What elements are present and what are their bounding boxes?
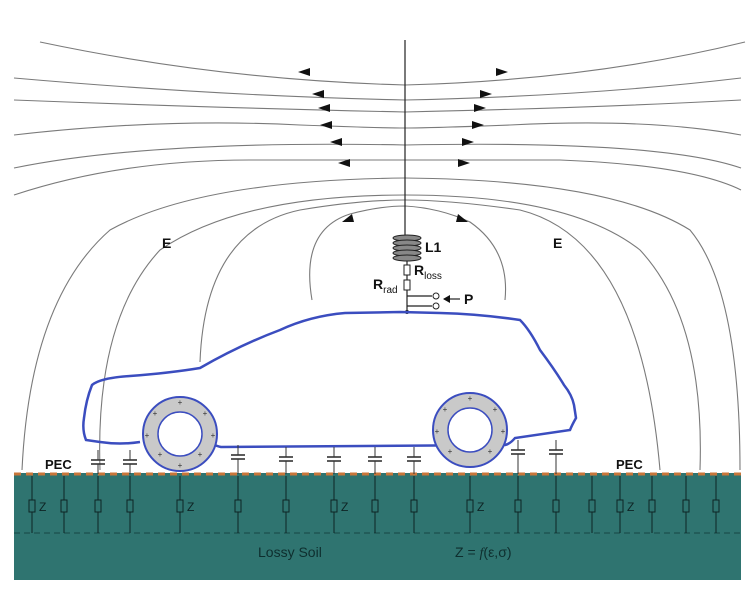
arrow-icon bbox=[298, 68, 310, 76]
capacitor-icon bbox=[123, 450, 137, 474]
lossy-soil bbox=[14, 472, 741, 580]
r-loss-label: Rloss bbox=[414, 262, 442, 282]
svg-text:+: + bbox=[198, 450, 203, 459]
arrow-icon bbox=[330, 138, 342, 146]
z-impedance-label: Z bbox=[477, 500, 484, 514]
resistor-icon bbox=[94, 476, 102, 533]
pec-label-left: PEC bbox=[45, 457, 72, 472]
pec-label-right: PEC bbox=[616, 457, 643, 472]
capacitor-icon bbox=[511, 440, 525, 474]
soil-label: Lossy Soil bbox=[258, 544, 322, 560]
resistor-icon bbox=[648, 476, 656, 533]
resistor-icon bbox=[712, 476, 720, 533]
electric-field-lines bbox=[13, 41, 746, 471]
arrow-icon bbox=[320, 121, 332, 129]
arrow-icon bbox=[462, 138, 474, 146]
z-formula-f: f bbox=[480, 546, 486, 561]
svg-text:+: + bbox=[501, 427, 506, 436]
z-impedance-label: Z bbox=[341, 500, 348, 514]
resistor-icon bbox=[552, 476, 560, 533]
resistor-icon: Z bbox=[176, 476, 194, 533]
resistor-icon: Z bbox=[616, 476, 634, 533]
resistor-icon bbox=[514, 476, 522, 533]
svg-text:+: + bbox=[468, 394, 473, 403]
antenna bbox=[392, 40, 460, 314]
r-loss-sub: loss bbox=[424, 271, 442, 282]
ground-capacitors bbox=[91, 440, 563, 474]
resistor-icon bbox=[126, 476, 134, 533]
arrow-icon bbox=[338, 159, 350, 167]
arrow-icon bbox=[342, 214, 354, 222]
capacitor-icon bbox=[231, 445, 245, 474]
resistor-icon bbox=[682, 476, 690, 533]
z-formula: Z = f(ε,σ) bbox=[455, 544, 512, 561]
svg-text:+: + bbox=[178, 461, 183, 470]
field-arrows bbox=[298, 68, 508, 222]
resistor-icon bbox=[371, 476, 379, 533]
arrow-icon bbox=[456, 214, 468, 222]
arrow-icon bbox=[312, 90, 324, 98]
svg-text:+: + bbox=[443, 405, 448, 414]
arrow-icon bbox=[472, 121, 484, 129]
resistor-icon: Z bbox=[28, 476, 46, 533]
resistor-icon bbox=[588, 476, 596, 533]
arrow-icon bbox=[474, 104, 486, 112]
port-terminal bbox=[432, 292, 440, 300]
front-wheel bbox=[142, 396, 218, 472]
svg-text:+: + bbox=[435, 427, 440, 436]
z-impedance-label: Z bbox=[39, 500, 46, 514]
capacitor-icon bbox=[91, 450, 105, 474]
resistor-icon: Z bbox=[466, 476, 484, 533]
inductor-label: L1 bbox=[425, 239, 442, 255]
field-label-left: E bbox=[162, 235, 171, 251]
resistor-icon bbox=[282, 476, 290, 533]
z-impedance-label: Z bbox=[627, 500, 634, 514]
svg-text:+: + bbox=[493, 405, 498, 414]
arrow-icon bbox=[496, 68, 508, 76]
svg-text:+: + bbox=[211, 431, 216, 440]
rear-wheel bbox=[432, 392, 508, 468]
svg-text:+: + bbox=[145, 431, 150, 440]
svg-text:+: + bbox=[158, 450, 163, 459]
wheel-charge-marks: + + + + + + + + + + + + + + + bbox=[145, 394, 506, 470]
svg-text:+: + bbox=[178, 398, 183, 407]
arrow-icon bbox=[443, 295, 450, 303]
arrow-icon bbox=[480, 90, 492, 98]
capacitor-icon bbox=[327, 447, 341, 474]
capacitor-icon bbox=[549, 440, 563, 474]
z-formula-lhs: Z = bbox=[455, 544, 480, 560]
svg-text:+: + bbox=[488, 447, 493, 456]
r-loss-main: R bbox=[414, 262, 424, 278]
field-label-right: E bbox=[553, 235, 562, 251]
z-impedance-label: Z bbox=[187, 500, 194, 514]
resistor-icon: Z bbox=[330, 476, 348, 533]
arrow-icon bbox=[458, 159, 470, 167]
car-outline bbox=[82, 310, 578, 449]
r-rad-resistor bbox=[403, 279, 411, 291]
r-rad-label: Rrad bbox=[373, 276, 398, 296]
r-loss-resistor bbox=[403, 264, 411, 276]
capacitor-icon bbox=[368, 447, 382, 474]
svg-text:+: + bbox=[203, 409, 208, 418]
resistor-icon bbox=[234, 476, 242, 533]
capacitor-icon bbox=[407, 447, 421, 474]
svg-text:+: + bbox=[153, 409, 158, 418]
z-formula-args: (ε,σ) bbox=[483, 544, 511, 560]
r-rad-main: R bbox=[373, 276, 383, 292]
arrow-icon bbox=[318, 104, 330, 112]
capacitor-icon bbox=[279, 447, 293, 474]
port-terminal bbox=[432, 302, 440, 310]
r-rad-sub: rad bbox=[383, 285, 397, 296]
resistor-icon bbox=[60, 476, 68, 533]
coil-icon bbox=[392, 234, 422, 262]
port-label: P bbox=[464, 291, 473, 307]
svg-text:+: + bbox=[448, 447, 453, 456]
resistor-icon bbox=[410, 476, 418, 533]
